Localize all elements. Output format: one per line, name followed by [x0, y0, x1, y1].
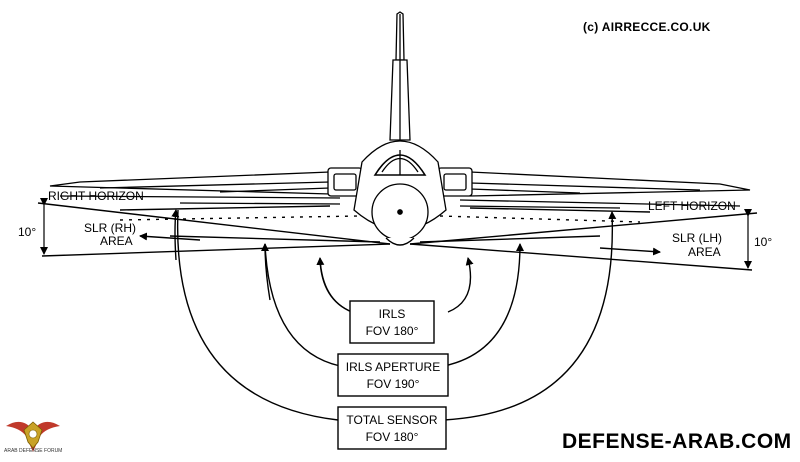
- forum-logo-text: ARAB DEFENSE FORUM: [4, 448, 63, 454]
- copyright-watermark: (c) AIRRECCE.CO.UK: [583, 20, 711, 34]
- slr-dotted-lines: [119, 215, 641, 223]
- forum-logo-icon: [6, 421, 60, 452]
- arc-aperture: [264, 243, 341, 367]
- aperture-label-line1: IRLS APERTURE: [346, 360, 440, 374]
- site-watermark: DEFENSE-ARAB.COM: [562, 430, 792, 453]
- irls-box: [349, 300, 435, 344]
- arc-total-r: [443, 211, 617, 421]
- arc-total: [176, 209, 339, 421]
- arc-irls-start: [316, 257, 353, 313]
- arc-total-l-tip: [171, 209, 180, 261]
- arc-aperture-l-tip: [261, 243, 271, 301]
- fov-arcs: [171, 209, 617, 421]
- irls-label-line1: IRLS: [379, 307, 406, 321]
- total-label-line1: TOTAL SENSOR: [346, 413, 437, 427]
- slr-lh-label-line1: SLR (LH): [672, 231, 722, 245]
- aperture-label-line2: FOV 190°: [367, 377, 420, 391]
- slr-lh-label-line2: AREA: [688, 245, 721, 259]
- slr-rh-label-line2: AREA: [100, 234, 133, 248]
- angle-left-label: 10°: [18, 225, 36, 239]
- left-horizon-label: LEFT HORIZON: [648, 199, 736, 213]
- slr-rh-label-line1: SLR (RH): [84, 221, 136, 235]
- right-horizon-label: RIGHT HORIZON: [48, 189, 144, 203]
- swath-arrows: [139, 232, 661, 256]
- total-box: [337, 406, 447, 450]
- total-label-line2: FOV 180°: [366, 430, 419, 444]
- arc-aperture-r: [443, 243, 524, 367]
- irls-label-line2: FOV 180°: [366, 324, 419, 338]
- horizon-lines: [37, 202, 758, 271]
- aircraft-front-view: [49, 11, 751, 246]
- aperture-box: [337, 353, 449, 397]
- angle-right-label: 10°: [754, 235, 772, 249]
